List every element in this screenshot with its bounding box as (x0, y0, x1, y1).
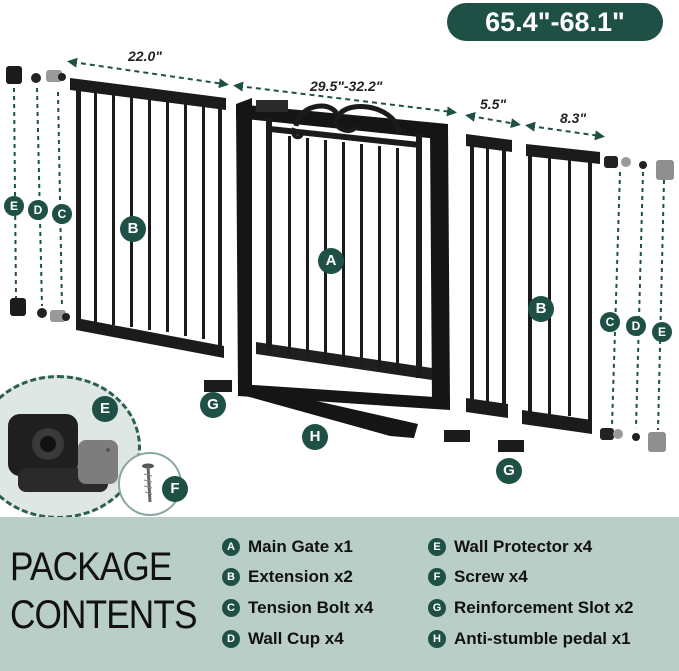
package-item-letter: D (222, 630, 240, 648)
label-e-right: E (652, 322, 672, 342)
label-b-right: B (528, 296, 554, 322)
left-extension-panel (70, 78, 226, 358)
package-item-e: E Wall Protector x4 (428, 537, 592, 557)
total-size-badge: 65.4"-68.1" (447, 3, 663, 41)
package-item-letter: A (222, 538, 240, 556)
package-item-d: D Wall Cup x4 (222, 629, 344, 649)
reinforcement-slots (204, 380, 524, 452)
package-contents-panel: PACKAGE CONTENTS A Main Gate x1 B Extens… (0, 517, 679, 671)
main-gate (236, 98, 450, 410)
main-gate-dimension: 29.5"-32.2" (310, 78, 383, 94)
package-item-text: Screw x4 (454, 567, 528, 586)
small-extension-dimension: 5.5" (480, 96, 507, 112)
package-item-text: Main Gate x1 (248, 537, 353, 556)
anti-stumble-pedal (246, 390, 418, 438)
dimension-lines (67, 57, 605, 141)
label-d-left: D (28, 200, 48, 220)
wall-protector-image (8, 414, 118, 492)
package-item-letter: G (428, 599, 446, 617)
right-extension-dimension: 8.3" (560, 110, 587, 126)
right-extension-panel (522, 144, 600, 434)
package-item-letter: B (222, 568, 240, 586)
left-guide-lines (13, 87, 63, 309)
left-extension-dimension: 22.0" (128, 48, 162, 64)
package-item-text: Wall Cup x4 (248, 629, 344, 648)
label-c-left: C (52, 204, 72, 224)
package-item-text: Wall Protector x4 (454, 537, 593, 556)
package-item-text: Tension Bolt x4 (248, 598, 374, 617)
label-c-right: C (600, 312, 620, 332)
package-item-text: Extension x2 (248, 567, 353, 586)
package-item-b: B Extension x2 (222, 567, 353, 587)
left-hardware (6, 66, 70, 322)
label-d-right: D (626, 316, 646, 336)
label-g-right: G (496, 458, 522, 484)
label-e-left: E (4, 196, 24, 216)
gate-illustration (6, 57, 674, 452)
right-guide-lines (611, 171, 665, 431)
right-hardware (600, 156, 674, 452)
label-g-left: G (200, 392, 226, 418)
package-item-text: Anti-stumble pedal x1 (454, 629, 631, 648)
small-extension-panel (466, 134, 512, 418)
package-title-line1: PACKAGE (10, 545, 172, 589)
label-a: A (318, 248, 344, 274)
package-item-c: C Tension Bolt x4 (222, 598, 373, 618)
label-e-closeup: E (92, 396, 118, 422)
package-item-letter: E (428, 538, 446, 556)
package-item-letter: C (222, 599, 240, 617)
screw-icon (142, 463, 154, 503)
package-item-letter: H (428, 630, 446, 648)
label-b-left: B (120, 216, 146, 242)
package-item-letter: F (428, 568, 446, 586)
label-h: H (302, 424, 328, 450)
package-item-g: G Reinforcement Slot x2 (428, 598, 634, 618)
package-item-a: A Main Gate x1 (222, 537, 353, 557)
package-title-line2: CONTENTS (10, 593, 197, 637)
package-item-f: F Screw x4 (428, 567, 528, 587)
package-item-h: H Anti-stumble pedal x1 (428, 629, 631, 649)
label-f: F (162, 476, 188, 502)
package-item-text: Reinforcement Slot x2 (454, 598, 634, 617)
